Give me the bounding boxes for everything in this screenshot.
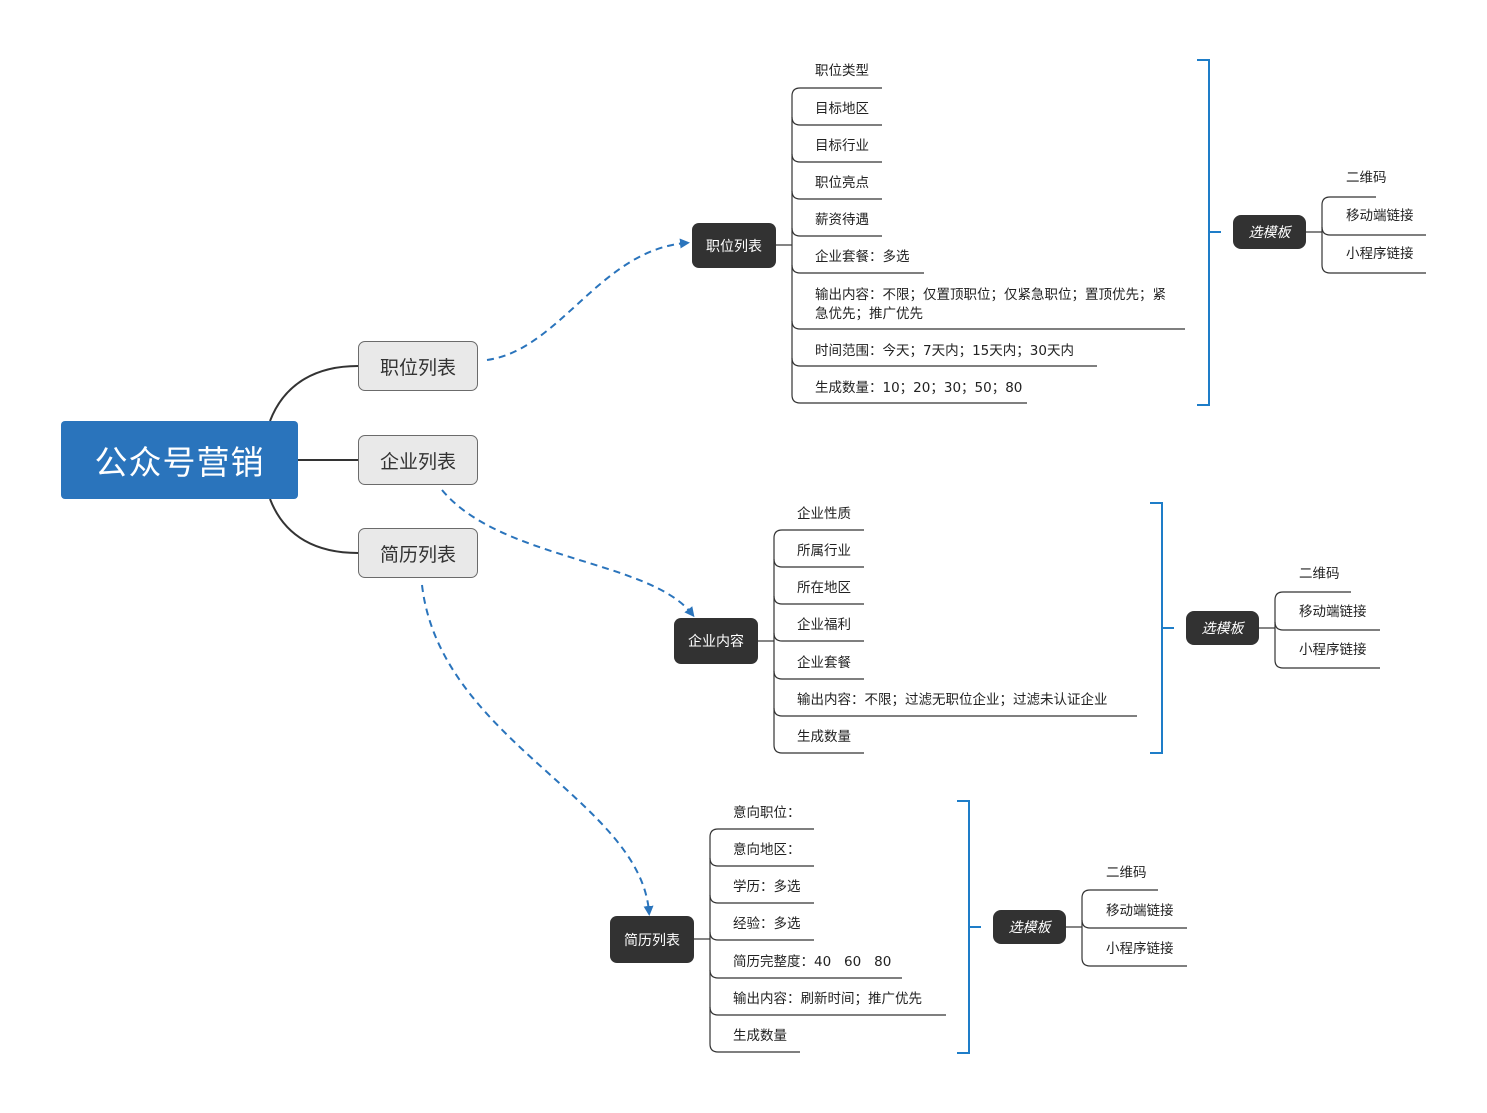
resume-template-option-underline-2 bbox=[1081, 957, 1187, 967]
job-field-region: 目标地区 bbox=[815, 101, 869, 117]
company-field-underline-2 bbox=[773, 595, 864, 605]
company-field-underline-1 bbox=[773, 558, 864, 568]
company-template-qrcode[interactable]: 二维码 bbox=[1299, 566, 1340, 582]
resume-template-option-underline-0 bbox=[1081, 889, 1158, 899]
resume-field-completeness: 简历完整度：40 60 80 bbox=[733, 954, 892, 970]
job-field-underline-7 bbox=[791, 357, 1097, 367]
resume-field-underline-0 bbox=[709, 828, 814, 838]
company-template-node[interactable]: 选模板 bbox=[1186, 611, 1259, 645]
job-field-industry: 目标行业 bbox=[815, 138, 869, 154]
resume-field-intended-position: 意向职位： bbox=[733, 805, 801, 821]
branch-job-list[interactable]: 职位列表 bbox=[358, 341, 478, 391]
job-field-salary: 薪资待遇 bbox=[815, 212, 869, 228]
job-field-time-range: 时间范围：今天；7天内；15天内；30天内 bbox=[815, 343, 1074, 359]
job-bracket bbox=[1197, 59, 1210, 406]
company-field-underline-0 bbox=[773, 529, 864, 539]
job-template-qrcode[interactable]: 二维码 bbox=[1346, 170, 1387, 186]
job-field-underline-3 bbox=[791, 190, 882, 200]
job-template-option-underline-2 bbox=[1321, 264, 1426, 274]
resume-field-experience: 经验：多选 bbox=[733, 916, 801, 932]
company-field-industry: 所属行业 bbox=[797, 543, 851, 559]
job-field-underline-6 bbox=[791, 320, 1185, 330]
company-template-miniprogram-link[interactable]: 小程序链接 bbox=[1299, 642, 1367, 658]
resume-template-miniprogram-link[interactable]: 小程序链接 bbox=[1106, 941, 1174, 957]
resume-field-underline-5 bbox=[709, 1006, 946, 1016]
job-field-underline-8 bbox=[791, 394, 1027, 404]
job-field-type: 职位类型 bbox=[815, 63, 869, 79]
company-template-option-underline-1 bbox=[1274, 621, 1380, 631]
company-template-option-underline-2 bbox=[1274, 659, 1380, 669]
section-company-content-node[interactable]: 企业内容 bbox=[674, 618, 758, 664]
job-field-highlight: 职位亮点 bbox=[815, 175, 869, 191]
job-template-option-underline-1 bbox=[1321, 226, 1426, 236]
job-field-package: 企业套餐：多选 bbox=[815, 249, 910, 265]
resume-field-intended-region: 意向地区： bbox=[733, 842, 801, 858]
resume-template-option-underline-1 bbox=[1081, 919, 1187, 929]
job-field-underline-1 bbox=[791, 116, 882, 126]
company-field-benefits: 企业福利 bbox=[797, 617, 851, 633]
dashed-arrow-resumes bbox=[421, 584, 654, 916]
company-template-option-underline-0 bbox=[1274, 591, 1351, 601]
job-field-underline-5 bbox=[791, 264, 924, 274]
job-field-output: 输出内容：不限；仅置顶职位；仅紧急职位；置顶优先；紧急优先；推广优先 bbox=[815, 287, 1166, 322]
resume-field-underline-2 bbox=[709, 894, 814, 904]
company-field-region: 所在地区 bbox=[797, 580, 851, 596]
dashed-arrow-jobs bbox=[486, 238, 690, 361]
job-field-underline-0 bbox=[791, 87, 882, 97]
section-job-list-node[interactable]: 职位列表 bbox=[692, 223, 776, 268]
company-bracket bbox=[1150, 502, 1163, 754]
root-node[interactable]: 公众号营销 bbox=[61, 421, 298, 499]
company-field-nature: 企业性质 bbox=[797, 506, 851, 522]
branch-company-list[interactable]: 企业列表 bbox=[358, 435, 478, 485]
company-field-underline-5 bbox=[773, 707, 1137, 717]
resume-field-count: 生成数量 bbox=[733, 1028, 787, 1044]
job-field-underline-2 bbox=[791, 153, 882, 163]
resume-bracket bbox=[957, 800, 970, 1054]
company-field-underline-3 bbox=[773, 632, 864, 642]
company-field-underline-6 bbox=[773, 744, 864, 754]
job-field-underline-4 bbox=[791, 227, 882, 237]
root-to-branch-3-line bbox=[269, 498, 359, 554]
company-field-output: 输出内容：不限；过滤无职位企业；过滤未认证企业 bbox=[797, 692, 1108, 708]
resume-template-node[interactable]: 选模板 bbox=[993, 910, 1066, 944]
resume-field-output: 输出内容：刷新时间；推广优先 bbox=[733, 991, 922, 1007]
resume-field-education: 学历：多选 bbox=[733, 879, 801, 895]
section-lines bbox=[694, 59, 1426, 1054]
job-template-node[interactable]: 选模板 bbox=[1233, 215, 1306, 249]
resume-field-underline-6 bbox=[709, 1043, 800, 1053]
company-field-count: 生成数量 bbox=[797, 729, 851, 745]
job-template-option-underline-0 bbox=[1321, 196, 1376, 206]
resume-field-underline-3 bbox=[709, 931, 814, 941]
job-field-count: 生成数量：10；20；30；50；80 bbox=[815, 380, 1023, 396]
resume-template-qrcode[interactable]: 二维码 bbox=[1106, 865, 1147, 881]
company-template-mobile-link[interactable]: 移动端链接 bbox=[1299, 604, 1367, 620]
resume-field-underline-1 bbox=[709, 857, 814, 867]
company-field-underline-4 bbox=[773, 670, 864, 680]
section-resume-list-node[interactable]: 简历列表 bbox=[610, 916, 694, 963]
resume-field-underline-4 bbox=[709, 969, 902, 979]
job-template-mobile-link[interactable]: 移动端链接 bbox=[1346, 208, 1414, 224]
branch-resume-list[interactable]: 简历列表 bbox=[358, 528, 478, 578]
dashed-arrow-companies bbox=[441, 489, 695, 618]
company-field-package: 企业套餐 bbox=[797, 655, 851, 671]
job-template-miniprogram-link[interactable]: 小程序链接 bbox=[1346, 246, 1414, 262]
resume-template-mobile-link[interactable]: 移动端链接 bbox=[1106, 903, 1174, 919]
root-to-branch-1-line bbox=[269, 365, 359, 422]
